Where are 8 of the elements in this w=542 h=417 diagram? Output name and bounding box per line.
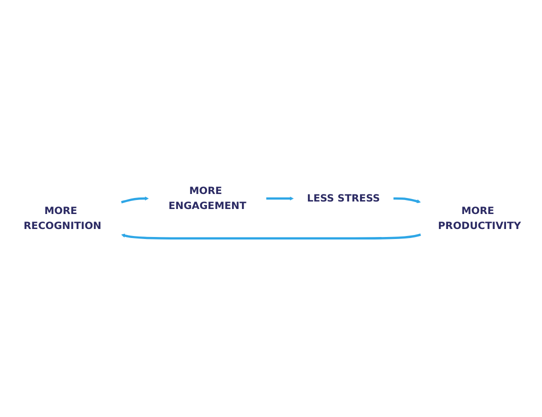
arrow xyxy=(121,196,149,204)
arrow xyxy=(393,197,421,204)
arrow xyxy=(266,196,294,201)
node-text: MORE PRODUCTIVITY xyxy=(438,205,522,232)
node-text: LESS STRESS xyxy=(307,192,380,204)
node-text: MORE RECOGNITION xyxy=(24,205,102,232)
arrow xyxy=(121,234,421,240)
node-text: MORE ENGAGEMENT xyxy=(168,185,246,212)
